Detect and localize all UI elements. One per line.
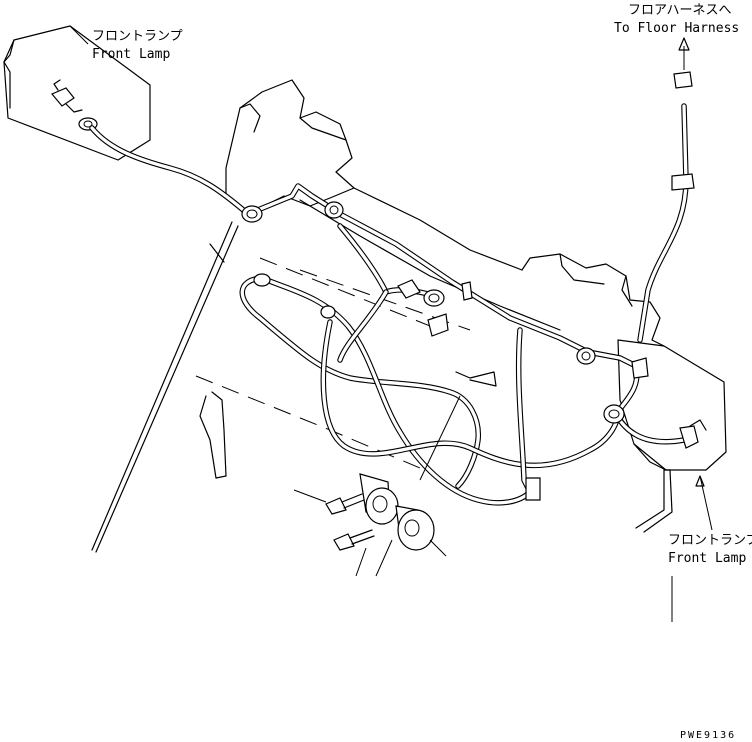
clamp-floor-harness xyxy=(671,173,695,191)
grommets xyxy=(241,201,625,424)
front-lamp-right-en: Front Lamp xyxy=(668,551,746,566)
horn-assembly xyxy=(293,395,461,577)
floor-harness-en: To Floor Harness xyxy=(614,21,739,36)
wire-harness-main xyxy=(89,103,689,506)
drawing-code: PWE9136 xyxy=(680,730,736,741)
grommet-1 xyxy=(241,205,263,223)
connector-center xyxy=(397,279,421,299)
grommet-6 xyxy=(253,273,271,287)
front-lamp-left-en: Front Lamp xyxy=(92,47,170,62)
connector-right xyxy=(631,357,649,379)
connector-lower-center xyxy=(427,313,449,337)
front-lamp-right-jp: フロントランプ xyxy=(668,533,752,548)
floor-harness-jp: フロアハーネスへ xyxy=(628,3,731,18)
connectors xyxy=(397,71,707,501)
connector-clip xyxy=(461,281,473,301)
front-lamp-left-connector xyxy=(51,79,98,131)
connector-grommet-center xyxy=(423,289,445,307)
horn-1-icon xyxy=(365,487,399,525)
front-lamp-right-label: フロントランプ Front Lamp xyxy=(668,475,752,622)
grommet-3 xyxy=(576,347,596,365)
arrow-up-icon xyxy=(678,37,690,51)
grommet-4 xyxy=(603,404,625,424)
front-lamp-left-label: フロントランプ Front Lamp xyxy=(69,25,183,62)
grommet-5 xyxy=(320,305,336,319)
floor-harness-label: フロアハーネスへ To Floor Harness xyxy=(614,3,739,70)
bolt-1-icon xyxy=(325,497,347,515)
chassis-frame xyxy=(91,79,727,553)
grommet-2 xyxy=(324,201,344,219)
bolt-2-icon xyxy=(333,533,355,551)
floor-harness-connector xyxy=(673,71,693,89)
front-lamp-left-jp: フロントランプ xyxy=(92,29,183,44)
front-lamp-left-housing xyxy=(3,25,151,161)
front-lamp-right-connector xyxy=(679,425,699,449)
horn-2-icon xyxy=(397,509,435,551)
clamp-lower xyxy=(525,477,541,501)
